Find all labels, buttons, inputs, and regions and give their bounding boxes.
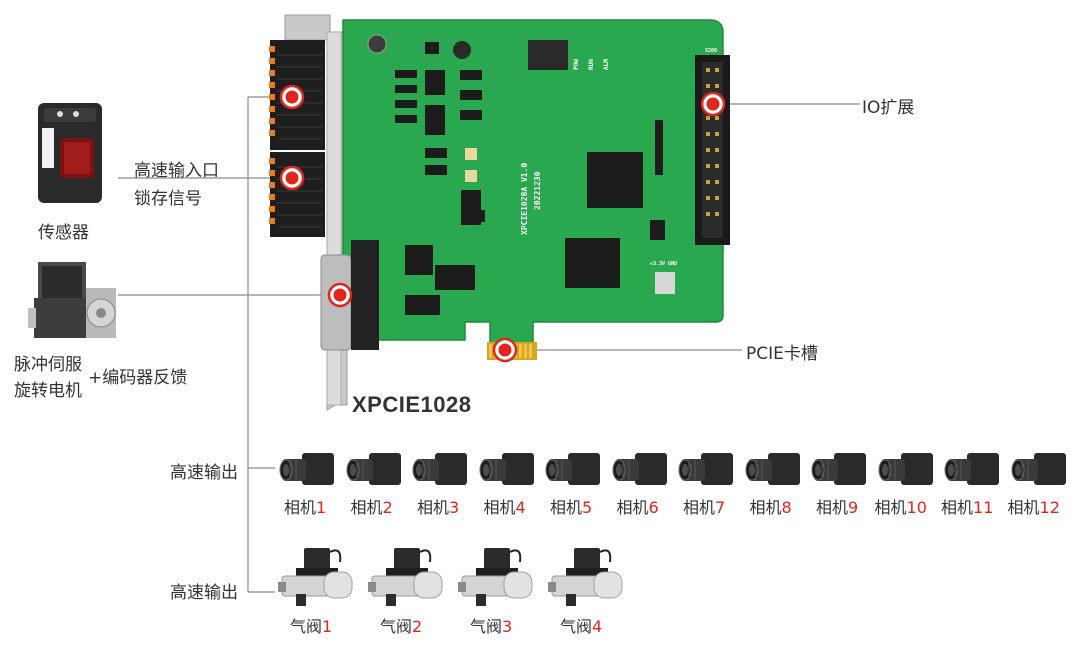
camera-label-number: 6 bbox=[648, 498, 659, 517]
camera-label-name: 相机 bbox=[816, 498, 849, 517]
silk-led-pow: POW bbox=[573, 59, 580, 70]
camera-label-name: 相机 bbox=[941, 498, 974, 517]
valve-label-number: 3 bbox=[502, 617, 513, 636]
camera-label: 相机5 bbox=[550, 494, 592, 518]
io-expansion-header bbox=[695, 55, 730, 245]
camera-label: 相机9 bbox=[816, 494, 858, 518]
silk-power: +3.3V GND bbox=[650, 261, 677, 267]
terminal-blocks bbox=[269, 40, 325, 237]
highspeed-input-label: 高速输入口 bbox=[134, 161, 219, 181]
ic-rows bbox=[395, 70, 485, 315]
camera-label-number: 8 bbox=[781, 498, 792, 517]
camera-icon bbox=[1010, 447, 1068, 491]
marker-servo bbox=[327, 282, 353, 308]
valve-label: 气阀1 bbox=[290, 613, 332, 637]
encoder-feedback-label: +编码器反馈 bbox=[88, 368, 188, 388]
main-chips bbox=[367, 34, 675, 294]
latch-signal-label: 锁存信号 bbox=[134, 189, 202, 209]
camera-icon bbox=[943, 447, 1001, 491]
camera-label-number: 4 bbox=[515, 498, 526, 517]
valve-label-name: 气阀 bbox=[380, 617, 413, 636]
marker-input-latch bbox=[279, 165, 305, 191]
pcb-board: XPCIE1028A V1.0 20221230 POW RUN ALM X20… bbox=[269, 14, 730, 411]
camera-label-name: 相机 bbox=[616, 498, 649, 517]
camera-label-number: 12 bbox=[1039, 498, 1060, 517]
camera-label-name: 相机 bbox=[1007, 498, 1040, 517]
camera-icon bbox=[810, 447, 868, 491]
camera-icon bbox=[278, 447, 336, 491]
camera-label: 相机1 bbox=[284, 494, 326, 518]
valve-label-number: 1 bbox=[322, 617, 333, 636]
valve-label: 气阀2 bbox=[380, 613, 422, 637]
valve-label: 气阀3 bbox=[470, 613, 512, 637]
camera-label-number: 2 bbox=[382, 498, 393, 517]
camera-label: 相机3 bbox=[417, 494, 459, 518]
callout-markers bbox=[279, 84, 726, 363]
camera-label: 相机6 bbox=[617, 494, 659, 518]
camera-icon bbox=[478, 447, 536, 491]
camera-label: 相机4 bbox=[484, 494, 526, 518]
camera-label-name: 相机 bbox=[284, 498, 317, 517]
camera-icon bbox=[544, 447, 602, 491]
pcie-slot-label: PCIE卡槽 bbox=[746, 344, 818, 364]
valve-label-name: 气阀 bbox=[290, 617, 323, 636]
sensor-icon bbox=[38, 103, 102, 203]
camera-label-name: 相机 bbox=[683, 498, 716, 517]
marker-input-top bbox=[279, 84, 305, 110]
silk-led-run: RUN bbox=[588, 59, 595, 70]
camera-label-name: 相机 bbox=[749, 498, 782, 517]
camera-label: 相机8 bbox=[750, 494, 792, 518]
camera-label: 相机2 bbox=[351, 494, 393, 518]
sensor-label: 传感器 bbox=[38, 223, 89, 243]
camera-icon bbox=[345, 447, 403, 491]
camera-label-name: 相机 bbox=[550, 498, 583, 517]
io-expansion-label: IO扩展 bbox=[862, 98, 915, 118]
silk-model: XPCIE1028A V1.0 bbox=[520, 163, 529, 235]
camera-icon bbox=[877, 447, 935, 491]
camera-output-label: 高速输出 bbox=[170, 463, 238, 483]
camera-label-number: 5 bbox=[582, 498, 593, 517]
marker-io-expansion bbox=[700, 91, 726, 117]
air-valve-icon bbox=[546, 542, 624, 608]
servo-label-line1: 脉冲伺服 bbox=[14, 355, 82, 375]
camera-icon bbox=[744, 447, 802, 491]
camera-label: 相机12 bbox=[1008, 494, 1060, 518]
camera-label-number: 11 bbox=[973, 498, 994, 517]
camera-label-number: 7 bbox=[715, 498, 726, 517]
silk-led-alm: ALM bbox=[603, 59, 610, 70]
camera-label: 相机7 bbox=[683, 494, 725, 518]
board-model-title: XPCIE1028 bbox=[352, 392, 472, 417]
servo-label-line2: 旋转电机 bbox=[14, 381, 82, 401]
camera-label: 相机10 bbox=[875, 494, 927, 518]
air-valve-icon bbox=[456, 542, 534, 608]
camera-icon bbox=[677, 447, 735, 491]
camera-label-number: 9 bbox=[848, 498, 859, 517]
camera-label-number: 10 bbox=[906, 498, 927, 517]
air-valve-icon bbox=[366, 542, 444, 608]
valve-output-label: 高速输出 bbox=[170, 583, 238, 603]
silk-io-ref: X200 bbox=[705, 48, 717, 54]
camera-icon bbox=[611, 447, 669, 491]
camera-label-name: 相机 bbox=[350, 498, 383, 517]
air-valve-icon bbox=[276, 542, 354, 608]
camera-label: 相机11 bbox=[941, 494, 993, 518]
camera-label-number: 3 bbox=[449, 498, 460, 517]
camera-label-name: 相机 bbox=[874, 498, 907, 517]
valve-label-number: 2 bbox=[412, 617, 423, 636]
camera-label-name: 相机 bbox=[417, 498, 450, 517]
valve-label: 气阀4 bbox=[560, 613, 602, 637]
marker-pcie bbox=[492, 337, 518, 363]
camera-label-number: 1 bbox=[316, 498, 327, 517]
valve-label-number: 4 bbox=[592, 617, 603, 636]
valve-label-name: 气阀 bbox=[560, 617, 593, 636]
servo-motor-icon bbox=[28, 262, 116, 338]
valve-label-name: 气阀 bbox=[470, 617, 503, 636]
silk-date: 20221230 bbox=[533, 171, 542, 210]
camera-label-name: 相机 bbox=[483, 498, 516, 517]
camera-icon bbox=[411, 447, 469, 491]
